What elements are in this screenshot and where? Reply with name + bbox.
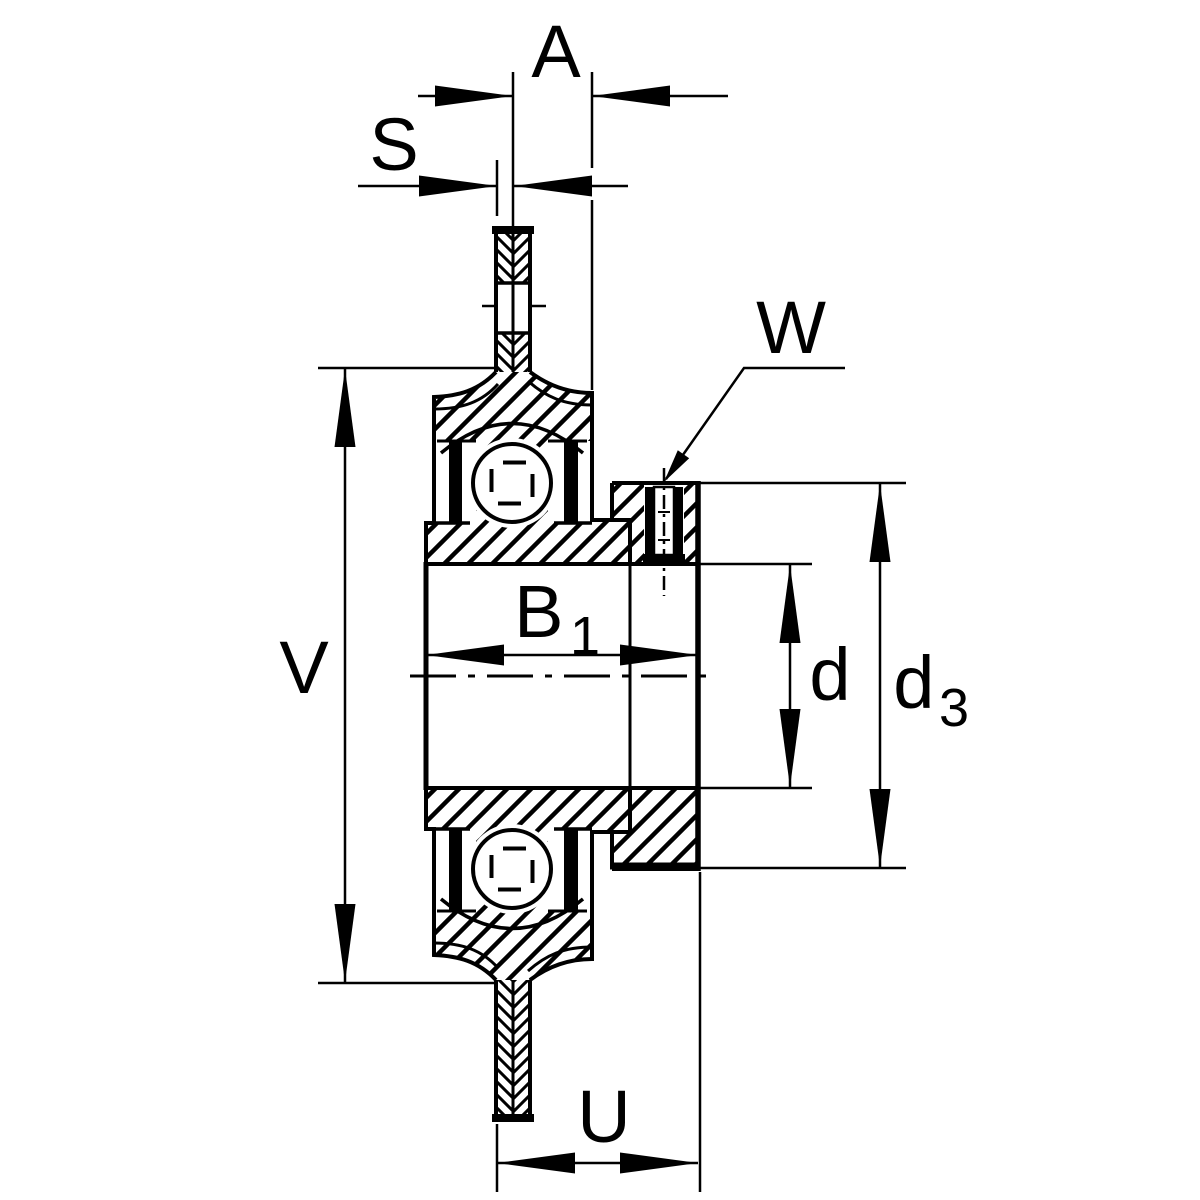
bearing-unit — [410, 226, 714, 1122]
seal-gap — [578, 829, 592, 911]
dim-U-arrow-right — [620, 1152, 698, 1174]
ball-bearing-upper — [433, 421, 592, 528]
dim-label-W: W — [756, 286, 826, 369]
dim-A-arrow-right — [592, 85, 670, 107]
dim-label-B1-sub: 1 — [570, 606, 600, 666]
dim-B1: B 1 — [426, 570, 698, 666]
dim-V-arrow-top — [334, 369, 356, 447]
screw-thread-dashes — [658, 511, 670, 541]
seal-gap — [436, 829, 449, 911]
seal-gap — [436, 441, 449, 523]
flange-flare-inner-contours — [433, 379, 593, 973]
dim-d3-arrow-bottom — [869, 789, 891, 867]
dim-label-A: A — [531, 10, 581, 93]
screw-thread-right — [674, 487, 683, 555]
ball — [471, 442, 553, 524]
dim-W-leader — [664, 366, 845, 480]
dim-B1-arrow-right — [620, 644, 698, 666]
dim-V-extension-lines — [318, 366, 494, 985]
dim-A-extension-lines — [511, 72, 594, 390]
ball-center-square — [489, 460, 535, 506]
seal-gap — [578, 441, 592, 523]
dim-d3: d 3 — [700, 481, 969, 870]
dim-d-arrow-bottom — [779, 709, 801, 787]
dim-label-B1: B 1 — [514, 570, 600, 666]
seal-left — [449, 441, 462, 524]
ball-bearing-lower — [433, 824, 592, 931]
dim-V-arrow-bottom — [334, 904, 356, 982]
ball — [471, 828, 553, 910]
dim-B1-arrow-left — [426, 644, 504, 666]
dim-U-extension-lines — [495, 872, 702, 1192]
dim-A-arrow-left — [435, 85, 513, 107]
dim-label-d3-base: d — [893, 641, 934, 724]
collar-lower-hatch — [612, 788, 698, 869]
upper-housing-outline — [424, 370, 630, 564]
dim-d-extension-lines — [700, 562, 812, 790]
ball-center-square — [489, 846, 535, 892]
dim-S: S — [358, 103, 628, 216]
stem-bottom-left-half — [496, 980, 513, 1120]
dim-label-d3-sub: 3 — [939, 678, 969, 738]
stem-bottom-cap — [492, 1114, 534, 1122]
dimensions: A S W V B — [279, 10, 969, 1192]
seal-left — [449, 828, 462, 912]
dim-A: A — [418, 10, 728, 390]
lower-housing-outline — [424, 788, 630, 982]
dim-W-arrow — [664, 450, 690, 482]
dim-label-d: d — [809, 633, 850, 716]
dim-U-arrow-left — [497, 1152, 575, 1174]
stem-bottom-edges — [494, 980, 532, 1118]
dim-d: d — [700, 562, 851, 790]
dim-S-arrow-right — [514, 175, 592, 197]
stem-top-edges — [494, 229, 532, 372]
dim-label-U: U — [577, 1075, 630, 1158]
dim-label-S: S — [369, 103, 418, 186]
bolt-hole-edges — [496, 281, 530, 335]
dim-W: W — [664, 286, 845, 482]
dim-d3-arrow-top — [869, 484, 891, 562]
flange-stem-bottom — [492, 980, 534, 1122]
dim-label-B1-base: B — [514, 570, 563, 653]
dim-label-d3: d 3 — [893, 641, 969, 738]
collar-upper-outline — [610, 481, 698, 564]
seal-right — [564, 441, 578, 524]
screw-thread-left — [645, 487, 654, 555]
grub-screw — [643, 468, 685, 596]
dim-d-arrow-top — [779, 565, 801, 643]
dim-S-arrow-left — [419, 175, 497, 197]
stem-bottom-right-half — [513, 980, 530, 1120]
dim-U: U — [495, 872, 702, 1192]
dim-V: V — [279, 366, 494, 985]
dim-d3-extension-lines — [700, 481, 906, 870]
seal-right — [564, 828, 578, 912]
flange-stem-top — [482, 226, 546, 372]
dim-label-V: V — [279, 626, 329, 709]
bore-edges — [426, 562, 700, 790]
